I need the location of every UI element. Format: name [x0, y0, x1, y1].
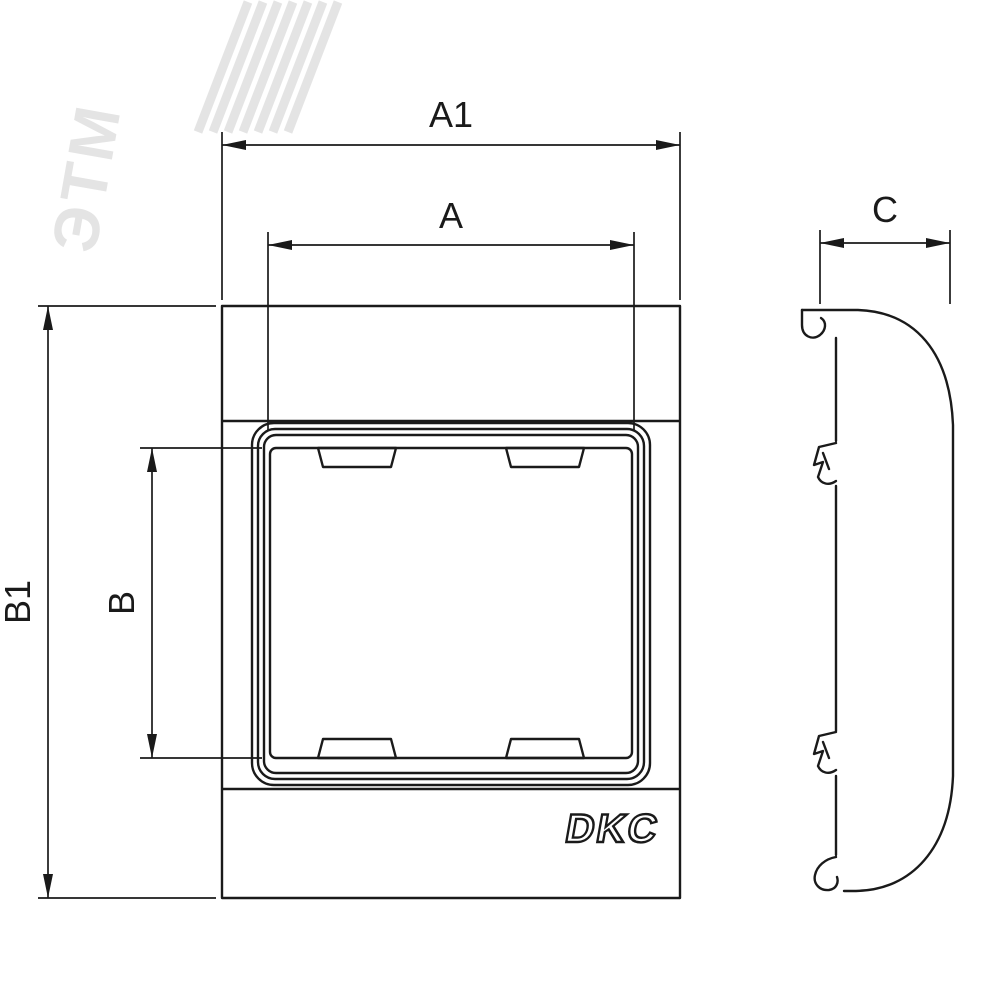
arrowhead-a1-left [222, 140, 246, 150]
watermark-stripe [208, 0, 268, 134]
arrowhead-a1-right [656, 140, 680, 150]
window-frame-middle [256, 427, 646, 781]
brand-logo: DKC [561, 805, 664, 852]
clip-claw [812, 730, 838, 774]
arrowhead-b-top [147, 448, 157, 472]
dim-label-c: C [872, 189, 898, 230]
window-opening [268, 446, 634, 760]
side-top-lip [800, 308, 827, 339]
watermark-text: ЭТМ [38, 97, 135, 257]
arrowhead-c-right [926, 238, 950, 248]
dimension-b1 [38, 305, 216, 899]
window-frame-outer [250, 421, 652, 787]
watermark-stripes [193, 0, 343, 134]
dimension-b [140, 447, 262, 759]
side-view [800, 308, 955, 893]
latch-tab-top-right [504, 446, 586, 469]
dim-label-b1: B1 [0, 580, 38, 624]
clip-detail-line [821, 740, 831, 760]
dimension-c [819, 230, 951, 304]
watermark-stripe [238, 0, 298, 134]
arrowhead-b1-top [43, 306, 53, 330]
latch-tab-bottom-right [504, 737, 586, 760]
arrowhead-b-bottom [147, 734, 157, 758]
dimension-a [267, 232, 635, 430]
front-view [220, 304, 682, 900]
dim-label-a: A [439, 195, 463, 236]
arrowhead-b1-bottom [43, 874, 53, 898]
side-profile-outline [800, 308, 955, 893]
dim-label-b: B [101, 591, 142, 615]
clip-claw [812, 441, 838, 485]
watermark-stripe [268, 0, 328, 134]
watermark-stripe [253, 0, 313, 134]
brand-logo-text: DKC [562, 806, 663, 851]
clip-detail-line [821, 451, 831, 471]
dim-label-a1: A1 [429, 94, 473, 135]
watermark: ЭТМ [38, 0, 343, 257]
arrowhead-a-left [268, 240, 292, 250]
watermark-stripe [283, 0, 343, 134]
window-frame-inner [262, 433, 640, 775]
arrowhead-a-right [610, 240, 634, 250]
watermark-stripe [193, 0, 253, 134]
side-bottom-hook [813, 855, 839, 892]
side-clip-upper [812, 441, 838, 485]
watermark-stripe [223, 0, 283, 134]
enclosure-outer-rect [220, 304, 682, 900]
arrowhead-c-left [820, 238, 844, 248]
latch-tab-bottom-left [316, 737, 398, 760]
latch-tab-top-left [316, 446, 398, 469]
side-clip-lower [812, 730, 838, 774]
dimension-a1 [221, 132, 681, 300]
